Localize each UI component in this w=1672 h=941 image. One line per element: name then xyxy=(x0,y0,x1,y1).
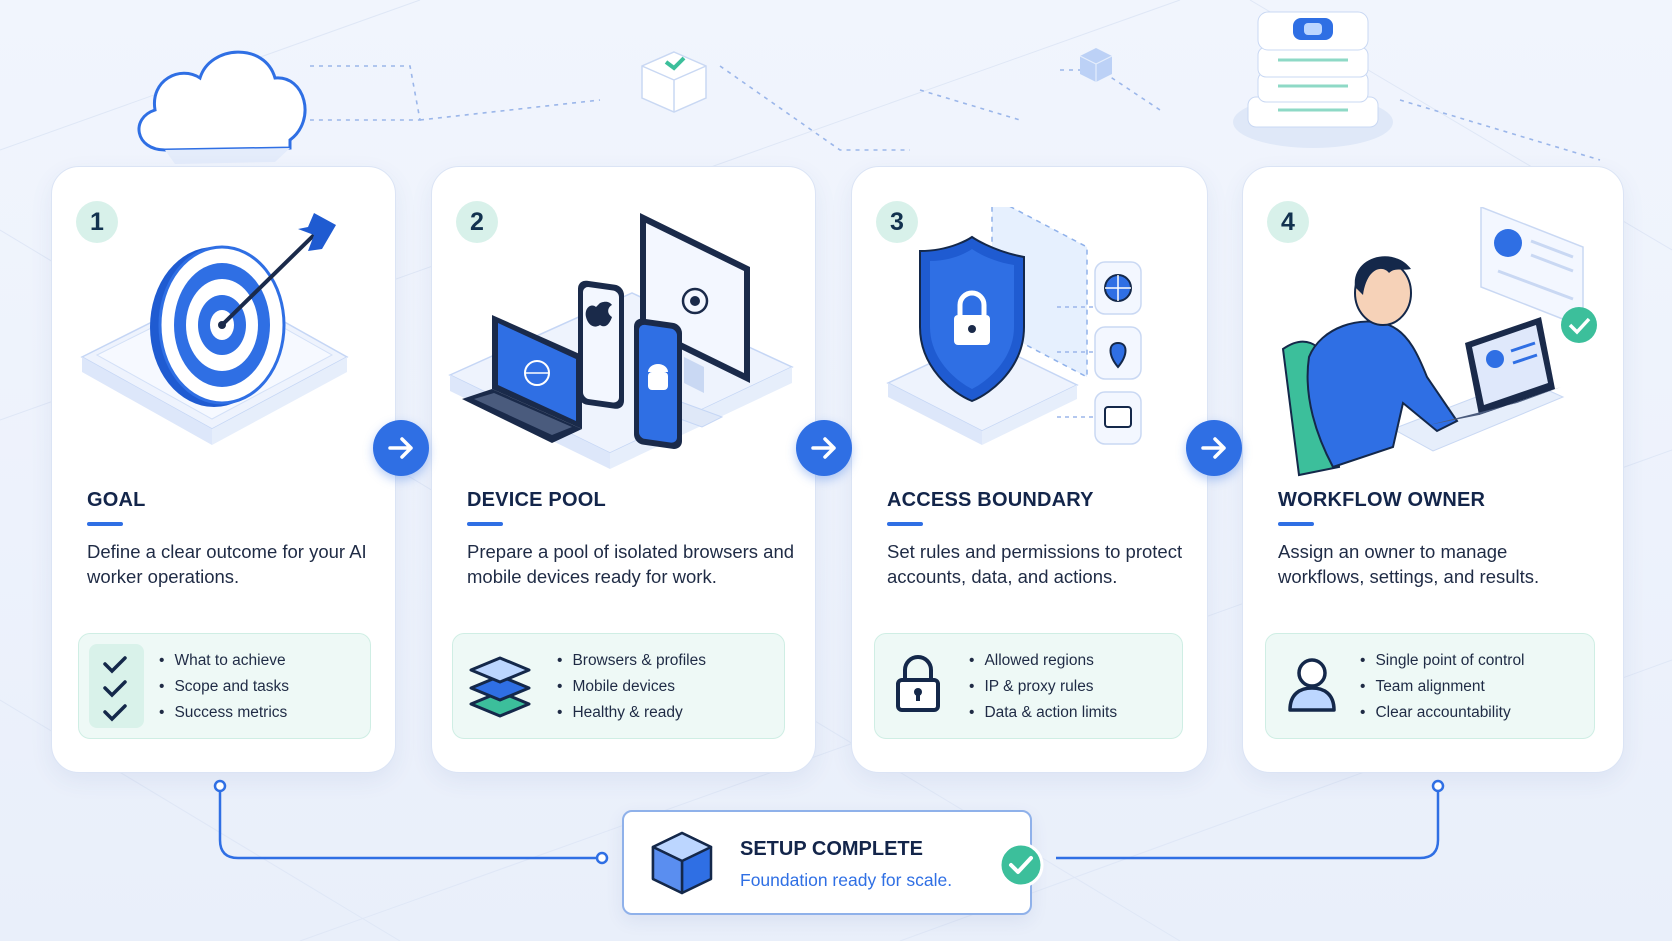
check-circle-icon xyxy=(998,842,1044,888)
step-arrow-1-2 xyxy=(373,420,429,476)
feature-box: Browsers & profiles Mobile devices Healt… xyxy=(452,633,785,739)
list-item: Mobile devices xyxy=(557,674,706,700)
checklist-icon xyxy=(89,644,144,728)
server-stack-icon xyxy=(1233,11,1393,148)
list-item: Allowed regions xyxy=(969,648,1117,674)
user-icon xyxy=(1288,658,1336,712)
list-item: Success metrics xyxy=(159,700,289,726)
step-arrow-3-4 xyxy=(1186,420,1242,476)
list-item: Clear accountability xyxy=(1360,700,1525,726)
list-item: IP & proxy rules xyxy=(969,674,1117,700)
list-item: What to achieve xyxy=(159,648,289,674)
cloud-icon xyxy=(137,50,307,164)
step-title: DEVICE POOL xyxy=(467,489,606,511)
title-underline xyxy=(87,522,123,526)
step-description: Set rules and permissions to protect acc… xyxy=(887,541,1183,587)
step-card-access-boundary: 3 ACCESS BOUNDARY Set rules and permissi… xyxy=(851,166,1208,773)
connection-lines xyxy=(310,65,1601,161)
step-title: WORKFLOW OWNER xyxy=(1278,489,1486,511)
step-card-workflow-owner: 4 WORKFLOW OWNER Assign an owner to mana… xyxy=(1242,166,1624,773)
setup-complete-panel: SETUP COMPLETE Foundation ready for scal… xyxy=(622,810,1032,915)
step-description: Assign an owner to manage workflows, set… xyxy=(1278,541,1540,587)
feature-list: Allowed regions IP & proxy rules Data & … xyxy=(969,648,1117,726)
step-title: GOAL xyxy=(87,489,146,511)
list-item: Healthy & ready xyxy=(557,700,706,726)
arrow-right-icon xyxy=(388,437,413,459)
list-item: Scope and tasks xyxy=(159,674,289,700)
list-item: Single point of control xyxy=(1360,648,1524,674)
small-box-icon xyxy=(641,51,707,113)
list-item: Team alignment xyxy=(1360,674,1525,700)
arrow-right-icon xyxy=(811,437,836,459)
feature-box: What to achieve Scope and tasks Success … xyxy=(78,633,371,739)
step-arrow-2-3 xyxy=(796,420,852,476)
layers-icon xyxy=(469,656,531,718)
arrow-right-icon xyxy=(1201,437,1226,459)
step-card-device-pool: 2 DEVICE POOL Prepare a pool of isolated… xyxy=(431,166,816,773)
step-title: ACCESS BOUNDARY xyxy=(887,489,1094,511)
step-number-badge: 4 xyxy=(1267,201,1309,243)
step-number-badge: 1 xyxy=(76,201,118,243)
small-cube-icon xyxy=(1079,48,1113,82)
feature-box: Allowed regions IP & proxy rules Data & … xyxy=(874,633,1183,739)
devices-icon xyxy=(448,213,794,469)
completion-subtitle: Foundation ready for scale. xyxy=(740,870,953,890)
completion-title: SETUP COMPLETE xyxy=(740,838,923,860)
title-underline xyxy=(887,522,923,526)
feature-box: Single point of control Team alignment C… xyxy=(1265,633,1595,739)
step-description: Prepare a pool of isolated browsers and … xyxy=(467,541,795,587)
feature-list: Browsers & profiles Mobile devices Healt… xyxy=(557,648,706,726)
completion-connectors xyxy=(213,779,1445,865)
feature-list: Single point of control Team alignment C… xyxy=(1360,648,1525,726)
step-card-goal: 1 GOAL Define a clear outcome for your A… xyxy=(51,166,396,773)
step-number-badge: 3 xyxy=(876,201,918,243)
feature-list: What to achieve Scope and tasks Success … xyxy=(159,648,289,726)
title-underline xyxy=(467,522,503,526)
title-underline xyxy=(1278,522,1314,526)
cube-icon xyxy=(651,831,713,895)
step-description: Define a clear outcome for your AI worke… xyxy=(87,541,367,587)
list-item: Browsers & profiles xyxy=(557,648,706,674)
shield-lock-icon xyxy=(886,207,1142,445)
padlock-icon xyxy=(896,655,940,712)
person-laptop-icon xyxy=(1281,207,1597,477)
list-item: Data & action limits xyxy=(969,700,1117,726)
target-icon xyxy=(80,213,349,445)
step-number-badge: 2 xyxy=(456,201,498,243)
